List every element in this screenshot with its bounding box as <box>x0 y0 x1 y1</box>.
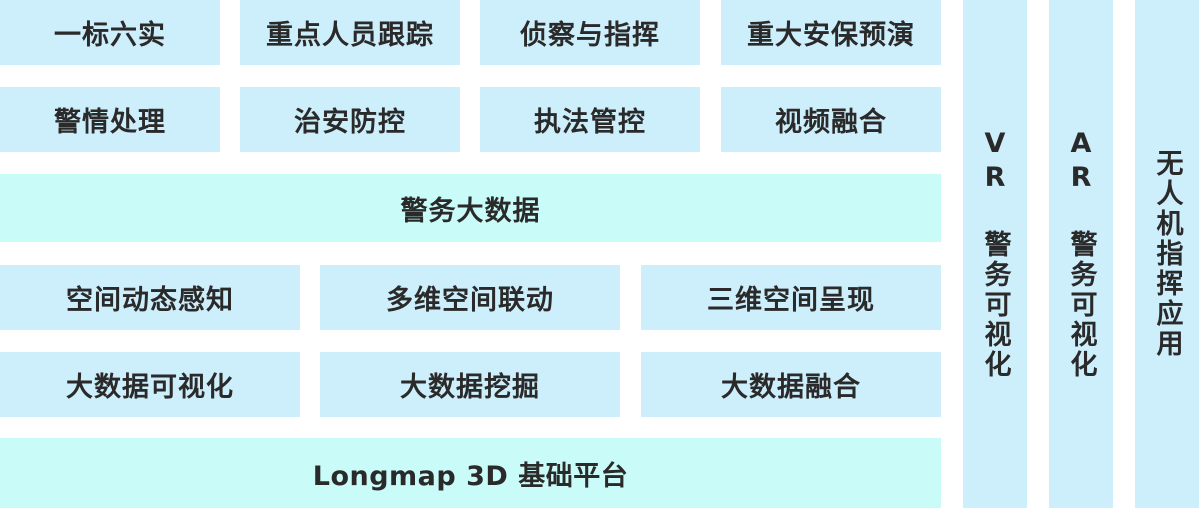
app-module-8: 视频融合 <box>721 87 941 152</box>
app-module-6: 治安防控 <box>240 87 460 152</box>
app-module-7: 执法管控 <box>480 87 700 152</box>
capability-module-4: 大数据可视化 <box>0 352 300 417</box>
app-module-3: 侦察与指挥 <box>480 0 700 65</box>
capability-module-3: 三维空间呈现 <box>641 265 941 330</box>
capability-module-2: 多维空间联动 <box>320 265 620 330</box>
base-platform-layer: Longmap 3D 基础平台 <box>0 438 941 508</box>
app-module-4: 重大安保预演 <box>721 0 941 65</box>
side-column-vr: VR 警务可视化 <box>963 0 1027 508</box>
capability-module-6: 大数据融合 <box>641 352 941 417</box>
side-column-uav: 无人机指挥应用 <box>1135 0 1199 508</box>
app-module-1: 一标六实 <box>0 0 220 65</box>
side-column-ar: AR 警务可视化 <box>1049 0 1113 508</box>
app-module-2: 重点人员跟踪 <box>240 0 460 65</box>
app-module-5: 警情处理 <box>0 87 220 152</box>
capability-module-1: 空间动态感知 <box>0 265 300 330</box>
capability-module-5: 大数据挖掘 <box>320 352 620 417</box>
big-data-layer: 警务大数据 <box>0 174 941 242</box>
